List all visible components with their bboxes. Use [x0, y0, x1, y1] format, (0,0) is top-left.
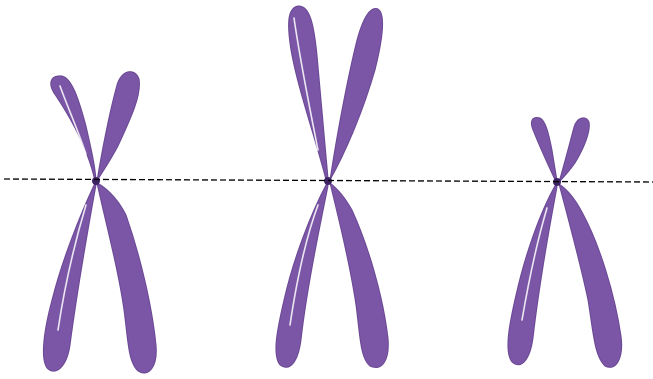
chromosome-3-short-arm-right [559, 118, 589, 182]
chromosome-1-long-arm-left [43, 183, 96, 371]
chromosome-2-short-arm-right [330, 9, 383, 180]
chromosome-1-centromere [92, 177, 100, 185]
chromosome-3-long-arm-right [559, 184, 622, 367]
chromosome-1-short-arm-left [51, 76, 96, 181]
chromosome-3-short-arm-left [531, 118, 557, 183]
chromosome-2-long-arm-right [330, 183, 388, 368]
chromosome-3 [508, 118, 622, 368]
chromosome-1 [43, 72, 156, 373]
chromosome-2-short-arm-left [289, 6, 328, 180]
chromosome-3-long-arm-left [508, 184, 557, 365]
chromosome-1-long-arm-right [97, 183, 156, 373]
chromosome-2 [276, 6, 388, 368]
chromosome-2-long-arm-left [276, 183, 328, 367]
chromosome-1-short-arm-right [97, 72, 139, 181]
